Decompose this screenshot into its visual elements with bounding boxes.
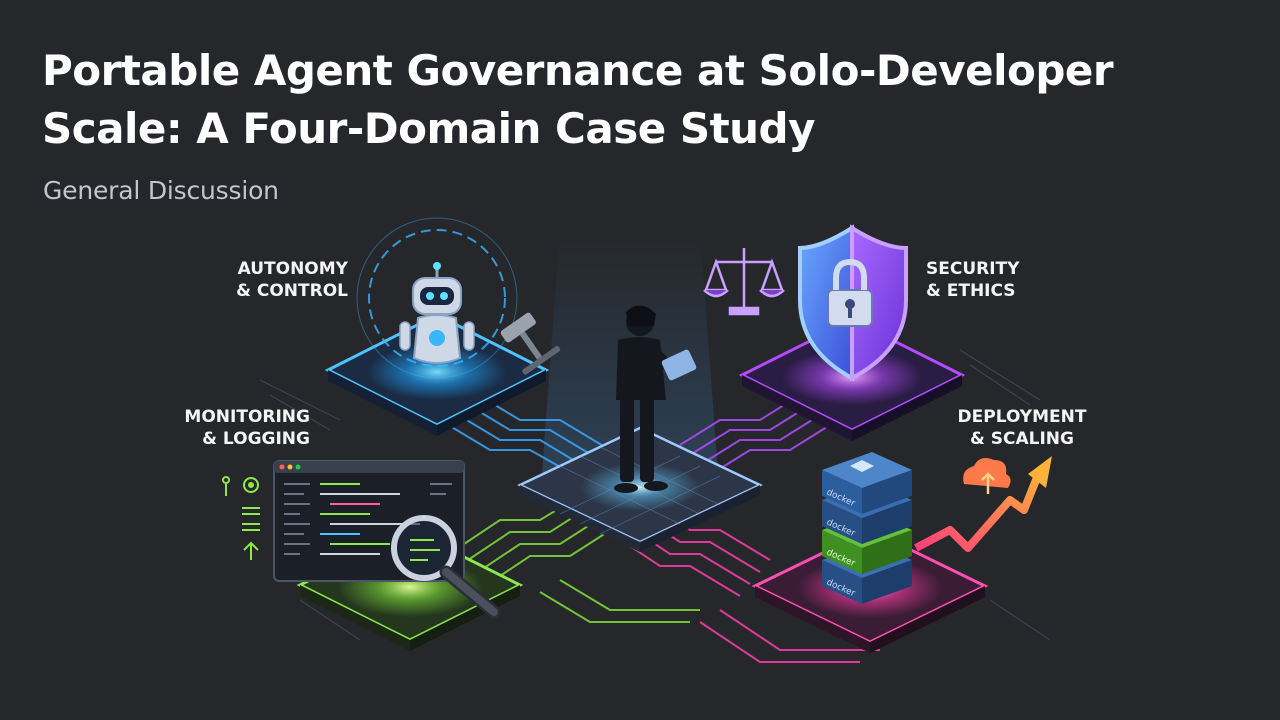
autonomy-line-1: AUTONOMY: [237, 259, 348, 279]
title-line-2: Scale: A Four-Domain Case Study: [42, 104, 815, 153]
label-autonomy-control: AUTONOMY & CONTROL: [228, 258, 348, 302]
cloud-icon: [963, 458, 1011, 494]
label-security-ethics: SECURITY & ETHICS: [926, 258, 1019, 302]
autonomy-platform: [324, 217, 550, 436]
slide-title: Portable Agent Governance at Solo-Develo…: [42, 42, 1242, 158]
monitoring-line-2: & LOGGING: [202, 429, 310, 449]
magnifier-icon: [391, 515, 501, 619]
center-platform: [517, 426, 763, 552]
label-deployment-scaling: DEPLOYMENT & SCALING: [948, 406, 1096, 450]
monitoring-line-1: MONITORING: [184, 407, 310, 427]
growth-arrow-icon: [914, 456, 1052, 552]
shield-lock-icon: [798, 224, 908, 382]
person-tablet-icon: [614, 305, 697, 493]
docker-stack-icon: docker docker docker docker: [822, 452, 912, 604]
gavel-icon: [500, 312, 561, 375]
robot-icon: [399, 262, 475, 364]
deployment-line-1: DEPLOYMENT: [957, 407, 1087, 427]
circuit-traces: [259, 349, 1051, 663]
monitoring-side-glyphs: [222, 476, 260, 560]
slide-subtitle: General Discussion: [43, 176, 279, 205]
scales-icon: [703, 248, 785, 316]
label-monitoring-logging: MONITORING & LOGGING: [180, 406, 310, 450]
security-line-2: & ETHICS: [926, 281, 1016, 301]
security-line-1: SECURITY: [926, 259, 1020, 279]
autonomy-line-2: & CONTROL: [236, 281, 348, 301]
title-line-1: Portable Agent Governance at Solo-Develo…: [42, 46, 1114, 95]
docker-block-1: [822, 452, 912, 514]
deployment-line-2: & SCALING: [970, 429, 1074, 449]
